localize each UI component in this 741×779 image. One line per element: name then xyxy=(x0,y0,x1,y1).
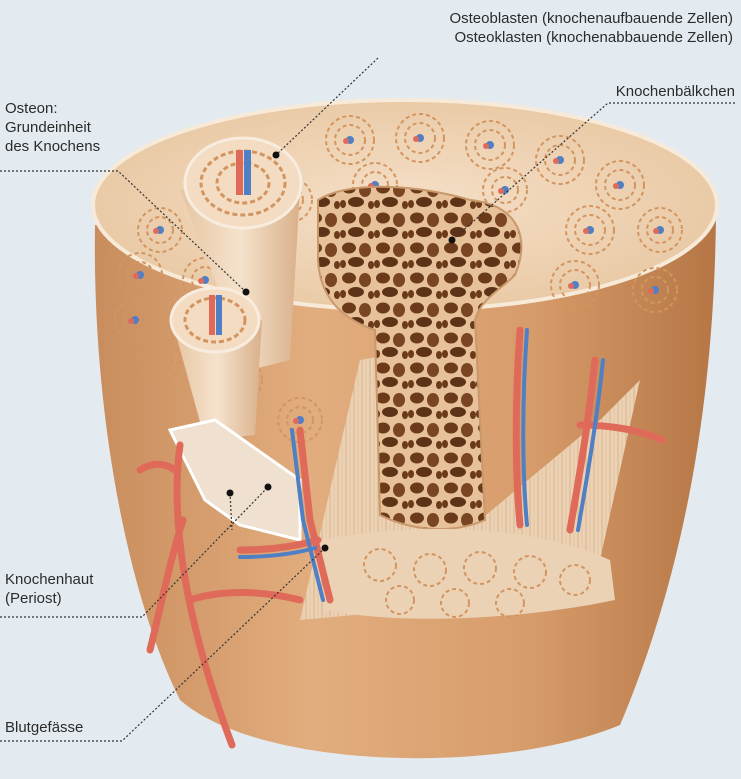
label-osteoblasten-text: Osteoblasten (knochenaufbauende Zellen) xyxy=(449,9,733,28)
label-osteoblasten: Osteoblasten (knochenaufbauende Zellen) … xyxy=(449,9,733,47)
label-osteoklasten-text: Osteoklasten (knochenabbauende Zellen) xyxy=(449,28,733,47)
label-osteon-line1: Osteon: xyxy=(5,99,100,118)
label-knochenhaut-line1: Knochenhaut xyxy=(5,570,93,589)
label-osteon-line3: des Knochens xyxy=(5,137,100,156)
label-knochenbaelkchen: Knochenbälkchen xyxy=(616,82,735,101)
label-knochenbaelkchen-text: Knochenbälkchen xyxy=(616,82,735,101)
label-knochenhaut: Knochenhaut (Periost) xyxy=(5,570,93,608)
label-blutgefaesse-text: Blutgefässe xyxy=(5,718,83,737)
label-blutgefaesse: Blutgefässe xyxy=(5,718,83,737)
label-knochenhaut-line2: (Periost) xyxy=(5,589,93,608)
label-osteon: Osteon: Grundeinheit des Knochens xyxy=(5,99,100,156)
label-osteon-line2: Grundeinheit xyxy=(5,118,100,137)
